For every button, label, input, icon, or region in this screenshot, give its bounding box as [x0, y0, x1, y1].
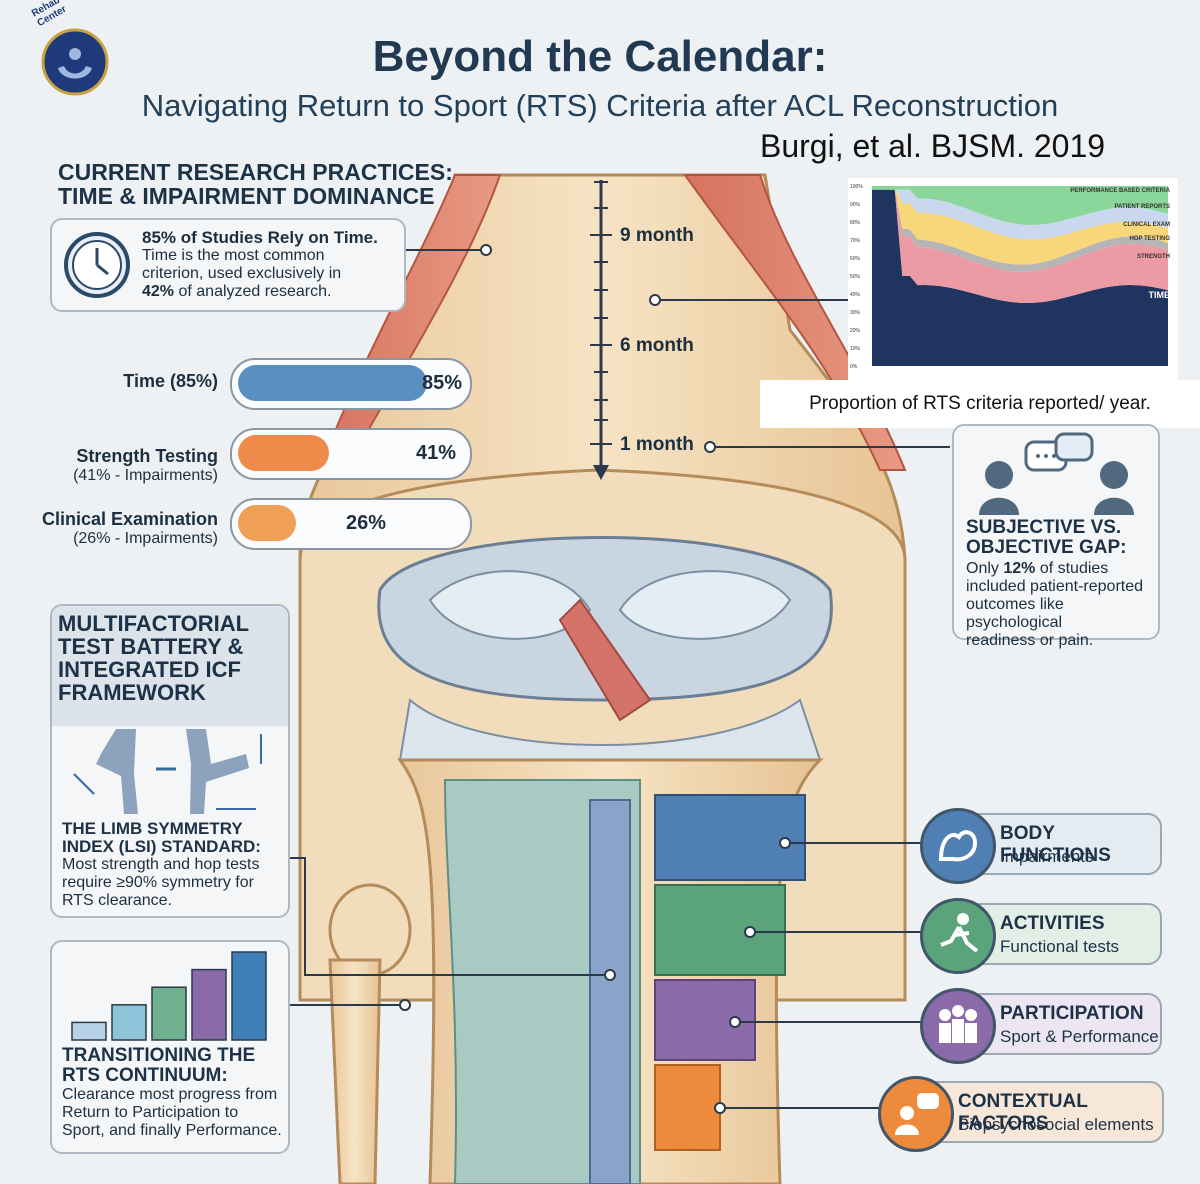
clock-icon	[64, 232, 130, 298]
bar-track-strength: 41%	[230, 428, 472, 480]
continuum-bar	[191, 968, 227, 1041]
area-series-4	[872, 186, 1168, 240]
conversation-icon	[979, 432, 1134, 515]
bar-fill-time	[238, 365, 427, 401]
timeline-9-month: 9 month	[620, 225, 694, 246]
muscle-icon	[920, 808, 996, 884]
series-label: TIME	[1149, 290, 1171, 300]
area-series-3	[872, 186, 1168, 265]
subjective-text: Only 12% of studies included patient-rep…	[966, 560, 1144, 649]
citation: Burgi, et al. BJSM. 2019	[760, 128, 1106, 164]
bar-label-time: Time (85%)	[123, 371, 218, 391]
page-subtitle: Navigating Return to Sport (RTS) Criteri…	[141, 88, 1059, 123]
time-stat-text: 85% of Studies Rely on Time. Time is the…	[142, 228, 378, 300]
series-label: STRENGTH	[1137, 254, 1170, 260]
bar-fill-clinical	[238, 505, 296, 541]
bar-label-strength: Strength Testing(41% - Impairments)	[73, 446, 218, 484]
y-tick-label: 0%	[850, 364, 858, 370]
subjective-panel: SUBJECTIVE VS.OBJECTIVE GAP: Only 12% of…	[952, 424, 1160, 649]
timeline-6-month: 6 month	[620, 335, 694, 356]
time-stat-panel: 85% of Studies Rely on Time. Time is the…	[50, 218, 406, 312]
y-tick-label: 100%	[850, 184, 863, 190]
bar-track-time: 85%	[230, 358, 472, 410]
rts-criteria-chart: 0% 10% 20% 30% 40% 50% 60% 70% 80% 90% 100% TIME STR…	[848, 178, 1178, 384]
runner-icon	[920, 898, 996, 974]
series-label: HOP TESTING	[1129, 236, 1170, 242]
bar-label-clinical: Clinical Examination(26% - Impairments)	[41, 509, 218, 547]
area-chart: 0% 10% 20% 30% 40% 50% 60% 70% 80% 90% 100% TIME STR…	[850, 184, 1171, 370]
continuum-bar	[151, 986, 187, 1041]
y-tick-label: 90%	[850, 202, 861, 208]
subjective-heading: SUBJECTIVE VS.OBJECTIVE GAP:	[966, 517, 1127, 558]
area-series-5	[872, 186, 1168, 225]
person-speech-icon	[878, 1076, 954, 1152]
bar-pct-time: 85%	[421, 372, 462, 394]
continuum-text: TRANSITIONING THE RTS CONTINUUM: Clearan…	[62, 1045, 282, 1139]
series-label: PERFORMANCE BASED CRITERIA	[1070, 188, 1170, 194]
bar-fill-strength	[238, 435, 329, 471]
y-tick-label: 10%	[850, 346, 861, 352]
timeline-1-month: 1 month	[620, 434, 694, 455]
bar-pct-clinical: 26%	[346, 512, 387, 534]
leg-symmetry-icon	[73, 729, 262, 814]
chart-caption: Proportion of RTS criteria reported/ yea…	[760, 380, 1200, 428]
logo: Rehab Learning Center	[20, 0, 130, 110]
y-tick-label: 50%	[850, 274, 861, 280]
continuum-bar	[111, 1004, 147, 1041]
bar-track-clinical: 26%	[230, 498, 472, 550]
continuum-bar	[71, 1021, 107, 1041]
area-series-1	[872, 187, 1168, 303]
y-tick-label: 40%	[850, 292, 861, 298]
lsi-text: THE LIMB SYMMETRY INDEX (LSI) STANDARD: …	[62, 819, 261, 909]
continuum-bar-chart	[71, 951, 267, 1041]
bar-pct-strength: 41%	[415, 442, 456, 464]
y-tick-label: 70%	[850, 238, 861, 244]
y-tick-label: 80%	[850, 220, 861, 226]
series-label: PATIENT REPORTS	[1115, 204, 1170, 210]
research-heading: CURRENT RESEARCH PRACTICES: TIME & IMPAI…	[58, 159, 453, 210]
area-series-2	[872, 187, 1168, 272]
page-title: Beyond the Calendar:	[372, 32, 828, 81]
continuum-panel: TRANSITIONING THE RTS CONTINUUM: Clearan…	[50, 940, 290, 1154]
team-icon	[920, 988, 996, 1064]
continuum-bar	[231, 951, 267, 1041]
y-tick-label: 30%	[850, 310, 861, 316]
y-tick-label: 60%	[850, 256, 861, 262]
y-tick-label: 20%	[850, 328, 861, 334]
area-series-0	[872, 189, 1168, 366]
series-label: CLINICAL EXAM	[1123, 222, 1170, 228]
hands-logo-icon	[41, 28, 109, 96]
